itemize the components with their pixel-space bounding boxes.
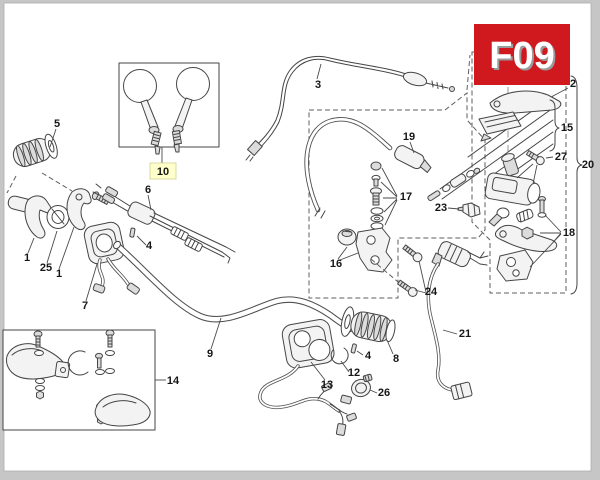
page-code-box: F09 F09 bbox=[474, 24, 570, 85]
callout-3[interactable]: 3 bbox=[315, 79, 321, 91]
clamp-ring-26 bbox=[351, 373, 373, 398]
bleeder-valve-23 bbox=[457, 202, 481, 218]
code-text-shadow: F09 bbox=[491, 37, 556, 79]
brake-hose-19 bbox=[304, 116, 432, 219]
circlip-12 bbox=[330, 347, 349, 365]
callout-18[interactable]: 18 bbox=[563, 227, 575, 239]
switch-wire-21 bbox=[426, 241, 489, 401]
grip-assembly-guides bbox=[6, 172, 73, 194]
throttle-cable-3 bbox=[245, 55, 455, 162]
mirror-stem-left bbox=[140, 99, 159, 131]
callout-19[interactable]: 19 bbox=[403, 131, 415, 143]
callout-5[interactable]: 5 bbox=[54, 118, 60, 130]
callout-4-right[interactable]: 4 bbox=[365, 350, 372, 362]
callout-21[interactable]: 21 bbox=[459, 328, 471, 340]
left-grip-5 bbox=[12, 133, 58, 168]
callout-10-selected[interactable]: 10 bbox=[157, 166, 169, 178]
callout-23[interactable]: 23 bbox=[435, 202, 447, 214]
bracket-20 bbox=[570, 75, 583, 295]
callout-27[interactable]: 27 bbox=[555, 151, 567, 163]
fastener-stack-17 bbox=[370, 161, 384, 230]
callout-12[interactable]: 12 bbox=[348, 367, 360, 379]
pin-4-right bbox=[350, 343, 357, 354]
callout-17[interactable]: 17 bbox=[400, 191, 412, 203]
throttle-housing-13 bbox=[258, 319, 357, 436]
callout-26[interactable]: 26 bbox=[378, 387, 390, 399]
switch-housing-7 bbox=[83, 221, 140, 295]
callout-1-right[interactable]: 1 bbox=[56, 268, 62, 280]
code-box-background bbox=[474, 24, 570, 85]
brake-lever-2 bbox=[478, 90, 562, 142]
callout-1-left[interactable]: 1 bbox=[24, 252, 30, 264]
lever-clamp-left bbox=[66, 188, 92, 230]
screws-24 bbox=[397, 244, 423, 297]
callout-14[interactable]: 14 bbox=[167, 375, 180, 387]
selected-callout-highlight bbox=[149, 162, 177, 180]
hex-nut-18 bbox=[521, 226, 534, 240]
callout-16[interactable]: 16 bbox=[330, 258, 342, 270]
dashed-region-outlines bbox=[308, 51, 567, 299]
pin-4-left bbox=[129, 227, 136, 238]
handguard-clamp-ring bbox=[67, 350, 89, 376]
callout-13[interactable]: 13 bbox=[321, 379, 333, 391]
callout-labels: 5 10 6 3 19 17 23 2 15 27 20 18 16 24 21… bbox=[24, 78, 594, 399]
brace-15 bbox=[549, 99, 560, 152]
cable-splitter-6 bbox=[92, 183, 236, 264]
callout-20[interactable]: 20 bbox=[582, 159, 594, 171]
mirrors-kit-box bbox=[118, 62, 220, 155]
callout-8[interactable]: 8 bbox=[393, 353, 399, 365]
callout-25[interactable]: 25 bbox=[40, 262, 52, 274]
lever-bracket-18 bbox=[496, 249, 534, 282]
leader-lines bbox=[27, 63, 569, 394]
callout-7[interactable]: 7 bbox=[82, 300, 88, 312]
callout-2[interactable]: 2 bbox=[570, 78, 576, 90]
handlebar-9 bbox=[113, 240, 354, 333]
callout-9[interactable]: 9 bbox=[207, 348, 213, 360]
lever-blade-left bbox=[24, 195, 52, 239]
handguard-right bbox=[94, 393, 151, 427]
line-fittings bbox=[427, 167, 481, 202]
lever-assembly-18 bbox=[494, 196, 558, 282]
callout-4-left[interactable]: 4 bbox=[146, 240, 153, 252]
callout-6[interactable]: 6 bbox=[145, 184, 151, 196]
callout-24[interactable]: 24 bbox=[425, 286, 438, 298]
callout-15[interactable]: 15 bbox=[561, 122, 573, 134]
clamp-bracket-16 bbox=[337, 227, 393, 273]
bolt-27 bbox=[516, 150, 545, 185]
page-code: F09 bbox=[489, 35, 554, 77]
right-grip-8 bbox=[340, 306, 396, 343]
master-cylinder bbox=[484, 153, 541, 227]
handguards-kit-box bbox=[2, 329, 156, 431]
